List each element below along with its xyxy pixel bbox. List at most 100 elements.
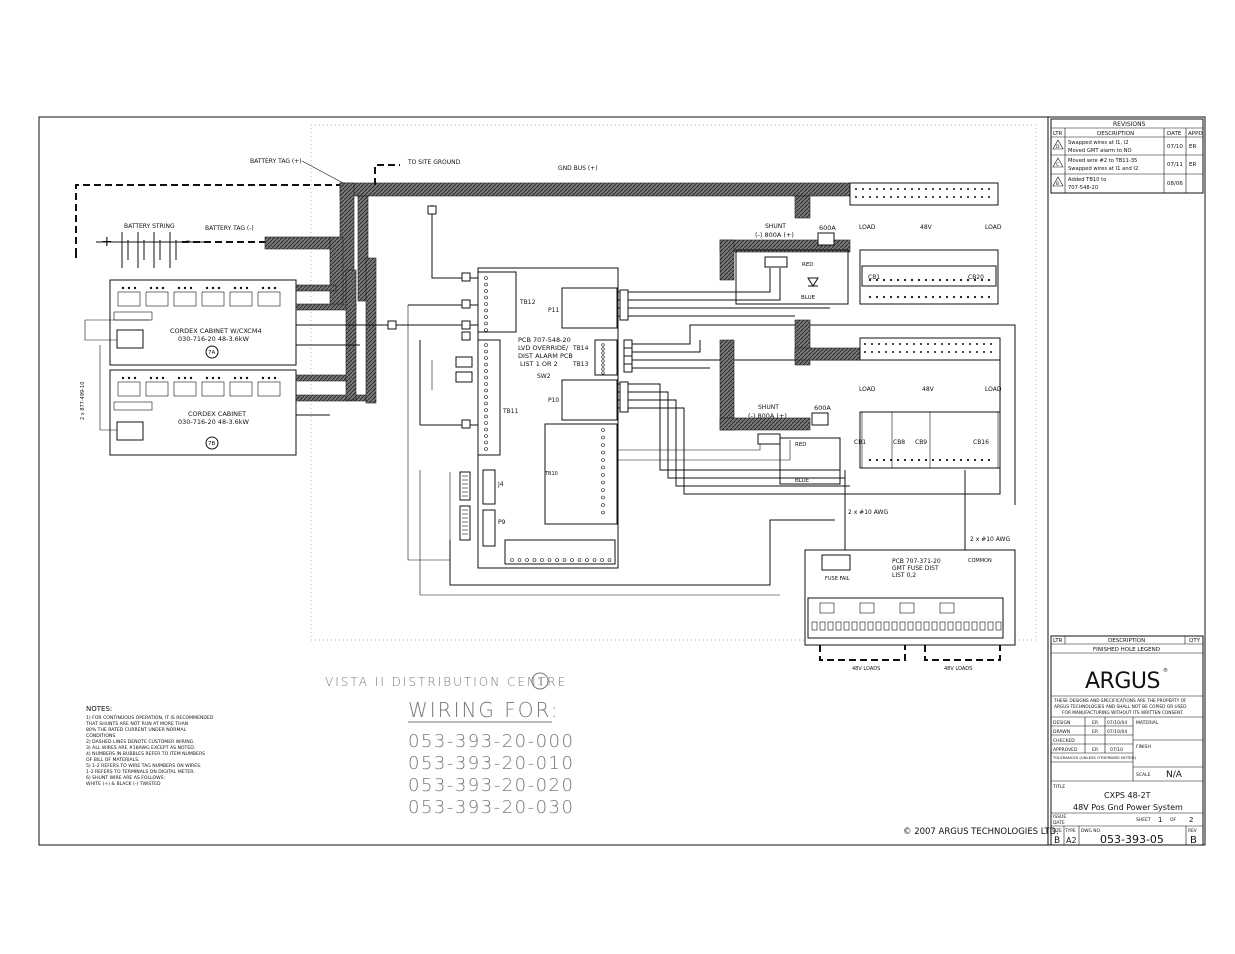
bus-hole <box>990 351 992 353</box>
type-label: TYPE <box>1064 828 1076 834</box>
cabinet-dc-feeds <box>295 257 377 404</box>
bus-hole <box>890 196 892 198</box>
tb10-terminal <box>601 450 605 455</box>
lower-load-left: LOAD <box>859 386 876 393</box>
revision-desc: Swapped wires at I1, I2 <box>1068 140 1129 146</box>
note-line: CONDITIONS. <box>86 733 117 739</box>
tb11-terminal <box>484 369 488 373</box>
module-led <box>133 286 137 290</box>
bus-hole <box>946 188 948 190</box>
customer-wire-site-ground <box>374 164 400 185</box>
breaker-pin <box>882 458 886 462</box>
bus-hole <box>869 188 871 190</box>
battery-neg-bus <box>264 236 331 250</box>
argus-logo: ARGUS <box>1085 669 1160 694</box>
tb10-terminal <box>601 473 605 477</box>
breaker-pin <box>987 295 991 299</box>
bus-hole <box>934 343 936 345</box>
gmt-terminal <box>899 621 906 631</box>
gmt-terminal <box>883 621 890 631</box>
gmt-terminal <box>915 621 922 631</box>
gmt-terminal <box>891 621 898 631</box>
note-line: OF BILL OF MATERIALS. <box>86 757 140 763</box>
sheet-label: SHEET <box>1136 817 1151 823</box>
bus-hole <box>962 343 964 345</box>
minus-sign: - <box>185 231 191 250</box>
relay-terminal <box>555 558 559 562</box>
breaker-pin <box>959 295 963 299</box>
gmt-fuse <box>819 602 835 614</box>
tb11-block <box>477 339 501 456</box>
rectifier-module <box>117 291 141 307</box>
tb11-terminal <box>484 356 488 360</box>
gmt-terminal <box>923 621 930 631</box>
tb11-label: TB11 <box>502 408 519 415</box>
module-led <box>239 286 243 290</box>
module-led <box>121 286 125 290</box>
j4-label: J4 <box>497 481 504 488</box>
bus-hole <box>855 188 857 190</box>
bus-hole <box>953 196 955 198</box>
can-connector-7b <box>116 421 144 441</box>
rectifier-module <box>145 291 169 307</box>
rev-col-appd: APPD <box>1188 131 1203 137</box>
rectifier-module <box>201 291 225 307</box>
lower-bus-holes <box>864 343 992 353</box>
bus-hole <box>976 351 978 353</box>
module-led <box>161 376 165 380</box>
lower-breaker-label: 600A <box>814 404 831 412</box>
module-led <box>267 376 271 380</box>
sheet-number: 1 <box>1158 816 1162 824</box>
wiring-part-1: 053-393-20-000 <box>408 731 574 752</box>
breaker-pin <box>945 458 949 462</box>
bus-hole <box>948 343 950 345</box>
bus-hole <box>960 196 962 198</box>
relay-terminal <box>540 558 544 562</box>
p10-label: P10 <box>548 397 559 404</box>
rectifier-module <box>257 291 281 307</box>
bus-hole <box>864 343 866 345</box>
type-value: A2 <box>1066 836 1077 845</box>
bus-hole <box>897 196 899 198</box>
tb11-terminal <box>484 414 488 419</box>
bus-hole <box>920 351 922 353</box>
breaker-pin <box>896 295 900 299</box>
bus-hole <box>876 188 878 190</box>
breaker-pin <box>917 295 921 299</box>
module-led <box>127 376 131 380</box>
control-connector <box>113 401 153 411</box>
revision-letter: B <box>1056 181 1059 187</box>
bus-hole <box>871 343 873 345</box>
gnd-bus-drop <box>794 195 811 219</box>
relay-terminal <box>510 558 514 562</box>
tb12-terminal <box>484 328 488 332</box>
breaker-pin <box>868 278 872 282</box>
bus-hole <box>871 351 873 353</box>
gmt-fuse-terminals <box>811 602 1002 631</box>
bus-hole <box>967 188 969 190</box>
bus-hole <box>983 343 985 345</box>
cabinet-7b-bubble <box>205 436 219 450</box>
tb10-label: TB10 <box>544 471 558 477</box>
legend-col-ltr: LTR <box>1053 638 1063 644</box>
bus-hole <box>927 351 929 353</box>
gmt-terminal <box>811 621 818 631</box>
battery-tag-neg-label: BATTERY TAG (-) <box>205 225 254 232</box>
pcb-sub2: DIST ALARM PCB <box>518 352 573 360</box>
bus-hole <box>981 188 983 190</box>
of-label: OF <box>1170 817 1177 823</box>
bus-hole <box>974 196 976 198</box>
breaker-pin <box>924 458 928 462</box>
rectifier-module <box>117 381 141 397</box>
tb14-terminal <box>601 359 605 363</box>
note-line: 1) FOR CONTINUOUS OPERATION, IT IS RECOM… <box>86 715 214 721</box>
dwg-number: 053-393-05 <box>1100 833 1164 846</box>
breaker-pin <box>952 458 956 462</box>
module-led <box>161 286 165 290</box>
breaker-pin <box>910 458 914 462</box>
cabinet-7b-modules <box>113 376 281 411</box>
module-led <box>205 376 209 380</box>
bus-hole <box>878 351 880 353</box>
tb14-terminal <box>601 367 605 371</box>
sheet-border <box>38 116 1206 846</box>
